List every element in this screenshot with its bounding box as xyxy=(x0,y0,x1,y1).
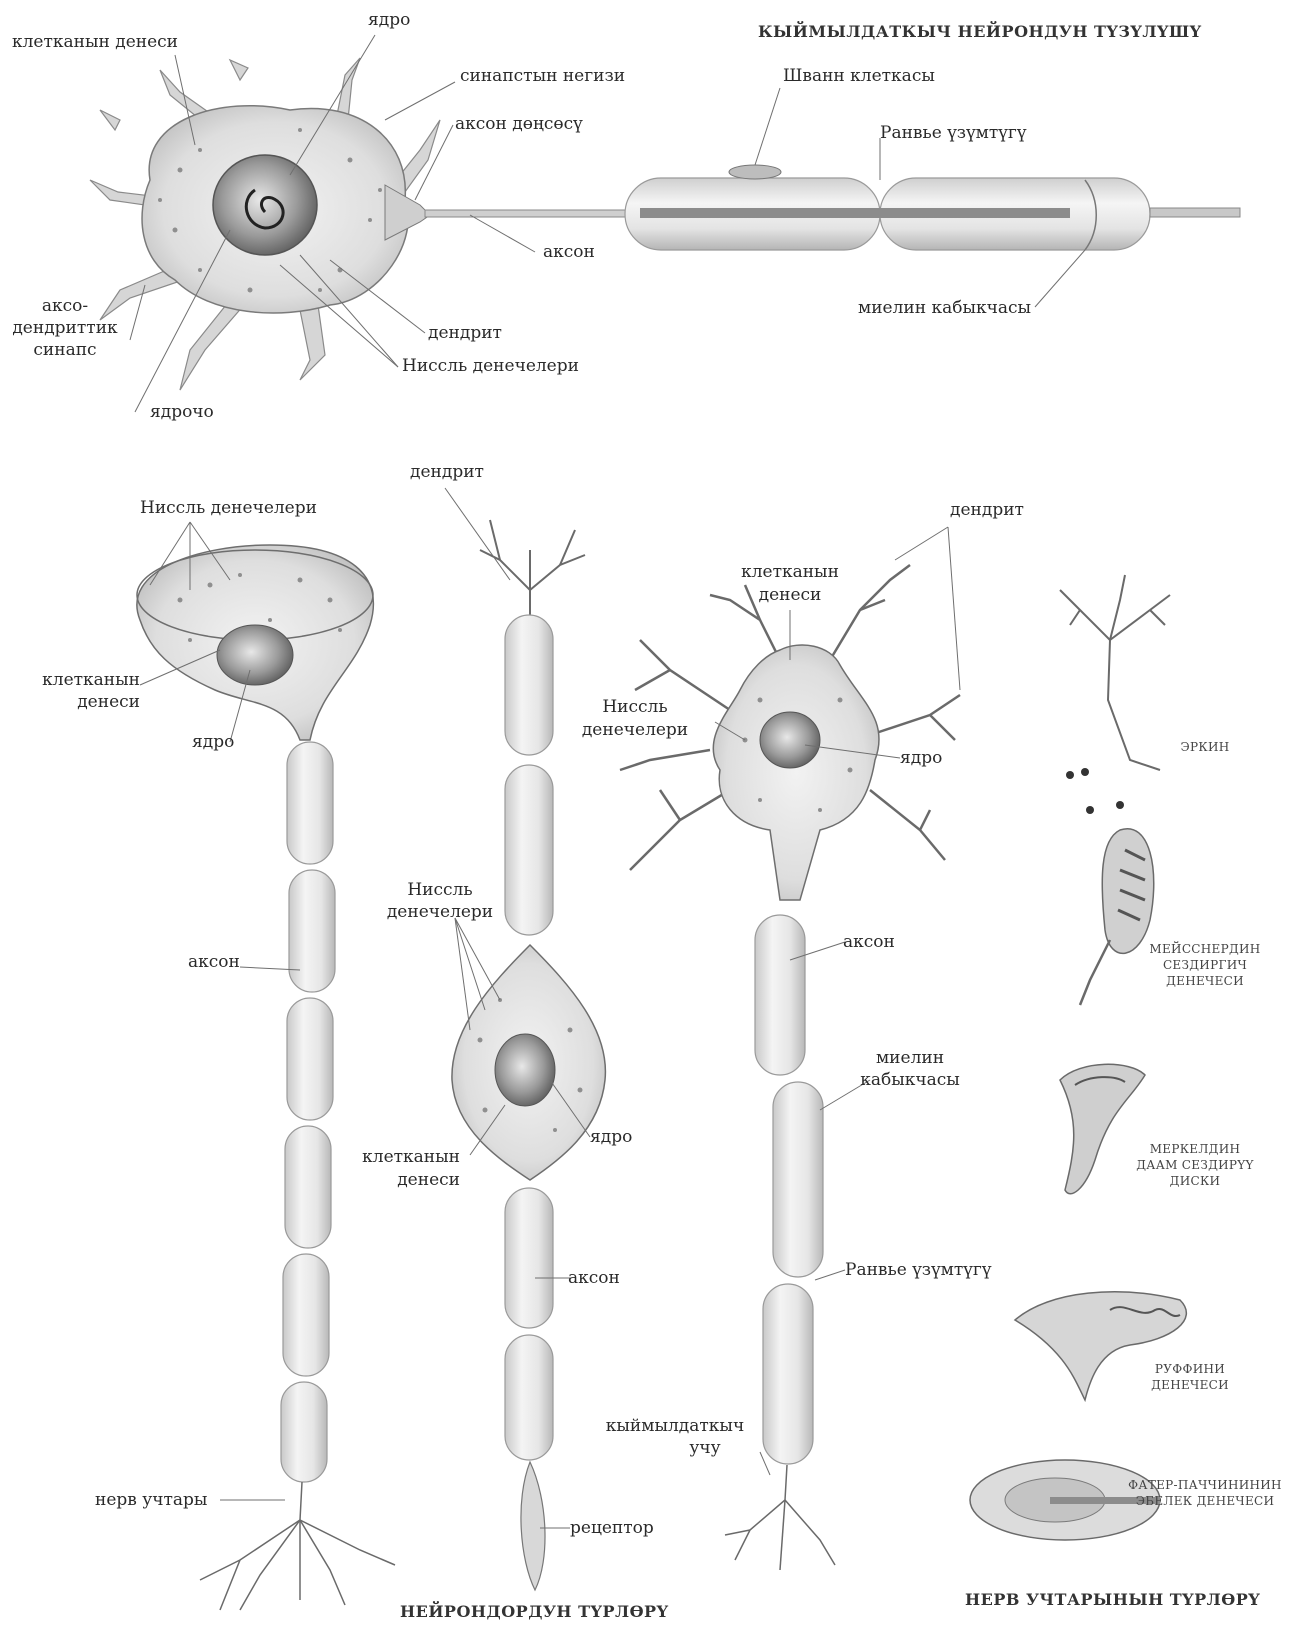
ending-label-free: ЭРКИН xyxy=(1160,740,1250,755)
multipolar-label-motor-end-2: учу xyxy=(660,1438,750,1458)
bipolar-label-nucleus: ядро xyxy=(590,1127,632,1147)
multipolar-motor-endings xyxy=(725,1465,835,1570)
unipolar-nucleus xyxy=(217,625,293,685)
bipolar-myelin-lower xyxy=(505,1188,553,1460)
bipolar-label-nissl-1: Ниссль xyxy=(380,880,500,900)
ending-label-pacini-1: ФАТЕР-ПАЧЧИНИНИН xyxy=(1110,1478,1300,1493)
multipolar-label-nissl-1: Ниссль xyxy=(575,697,695,717)
label-synapse-base: синапстын негизи xyxy=(460,66,625,86)
unipolar-nerve-endings xyxy=(200,1482,395,1610)
neuron-types-title: НЕЙРОНДОРДУН ТҮРЛӨРҮ xyxy=(400,1602,669,1621)
motor-neuron-nucleus xyxy=(213,155,317,255)
motor-neuron-axon-core xyxy=(640,208,1070,218)
multipolar-cell-body xyxy=(713,645,879,900)
unipolar-label-nerve-endings: нерв учтары xyxy=(95,1490,207,1510)
ending-label-pacini-2: ЭБЕЛЕК ДЕНЕЧЕСИ xyxy=(1110,1494,1300,1509)
motor-neuron-title: КЫЙМЫЛДАТКЫЧ НЕЙРОНДУН ТҮЗҮЛҮШҮ xyxy=(758,22,1202,41)
unipolar-myelin-segments xyxy=(281,742,335,1482)
label-axon-hillock: аксон дөңсөсү xyxy=(455,114,583,134)
label-nissl-bodies: Ниссль денечелери xyxy=(402,356,579,376)
label-nucleolus: ядрочо xyxy=(150,402,214,422)
label-cell-body: клетканын денеси xyxy=(12,32,178,52)
motor-neuron-figure xyxy=(90,35,1240,412)
ending-label-merkel-3: ДИСКИ xyxy=(1130,1174,1260,1189)
multipolar-myelin-segments xyxy=(755,915,823,1464)
nerve-endings-figure xyxy=(970,575,1186,1540)
label-schwann-cell: Шванн клеткасы xyxy=(783,66,935,86)
multipolar-label-axon: аксон xyxy=(843,932,895,952)
multipolar-label-cell-body-1: клетканын xyxy=(730,562,850,582)
ending-label-meissner-2: СЕЗДИРГИЧ xyxy=(1140,958,1270,973)
motor-neuron-axon xyxy=(425,210,635,217)
multipolar-label-dendrite: дендрит xyxy=(950,500,1024,520)
label-dendrite: дендрит xyxy=(428,323,502,343)
bipolar-nucleus xyxy=(495,1034,555,1106)
ending-label-meissner-3: ДЕНЕЧЕСИ xyxy=(1140,974,1270,989)
free-nerve-ending xyxy=(1060,575,1170,770)
unipolar-neuron-figure xyxy=(137,522,395,1610)
multipolar-label-myelin-1: миелин xyxy=(850,1048,970,1068)
nerve-ending-types-title: НЕРВ УЧТАРЫНЫН ТҮРЛӨРҮ xyxy=(965,1590,1260,1609)
unipolar-label-cell-body-2: денеси xyxy=(20,692,140,712)
multipolar-label-nucleus: ядро xyxy=(900,748,942,768)
bipolar-label-receptor: рецептор xyxy=(570,1518,654,1538)
motor-neuron-axon-tail xyxy=(1150,208,1240,217)
multipolar-label-nissl-2: денечелери xyxy=(575,720,695,740)
label-axo-dendritic-synapse-3: синапс xyxy=(10,340,120,360)
label-myelin-sheath: миелин кабыкчасы xyxy=(858,298,1031,318)
multipolar-label-ranvier-node: Ранвье үзүмтүгү xyxy=(845,1260,991,1280)
bipolar-dendrites xyxy=(480,520,585,620)
unipolar-label-cell-body-1: клетканын xyxy=(20,670,140,690)
multipolar-label-myelin-2: кабыкчасы xyxy=(850,1070,970,1090)
multipolar-label-motor-end-1: кыймылдаткыч xyxy=(600,1416,750,1436)
ending-label-merkel-1: МЕРКЕЛДИН xyxy=(1130,1142,1260,1157)
ending-label-meissner-1: МЕЙССНЕРДИН xyxy=(1140,942,1270,957)
bipolar-label-nissl-2: денечелери xyxy=(380,902,500,922)
label-nucleus: ядро xyxy=(368,10,410,30)
ending-label-ruffini-2: ДЕНЕЧЕСИ xyxy=(1130,1378,1250,1393)
unipolar-label-axon: аксон xyxy=(188,952,240,972)
bipolar-label-dendrite: дендрит xyxy=(410,462,484,482)
bipolar-receptor xyxy=(521,1462,545,1590)
label-axo-dendritic-synapse-2: дендриттик xyxy=(10,318,120,338)
label-axon: аксон xyxy=(543,242,595,262)
multipolar-nucleus xyxy=(760,712,820,768)
label-axo-dendritic-synapse-1: аксо- xyxy=(10,296,120,316)
bipolar-myelin-upper xyxy=(505,615,553,935)
bipolar-label-axon: аксон xyxy=(568,1268,620,1288)
bipolar-label-cell-body-1: клетканын xyxy=(340,1147,460,1167)
ending-label-ruffini-1: РУФФИНИ xyxy=(1130,1362,1250,1377)
multipolar-label-cell-body-2: денеси xyxy=(730,585,850,605)
bipolar-neuron-figure xyxy=(445,488,605,1590)
ending-label-merkel-2: ДААМ СЕЗДИРҮҮ xyxy=(1130,1158,1260,1173)
unipolar-label-nissl: Ниссль денечелери xyxy=(140,498,317,518)
unipolar-label-nucleus: ядро xyxy=(192,732,234,752)
motor-neuron-schwann-nucleus xyxy=(729,165,781,179)
label-ranvier-node: Ранвье үзүмтүгү xyxy=(880,123,1026,143)
bipolar-label-cell-body-2: денеси xyxy=(340,1170,460,1190)
